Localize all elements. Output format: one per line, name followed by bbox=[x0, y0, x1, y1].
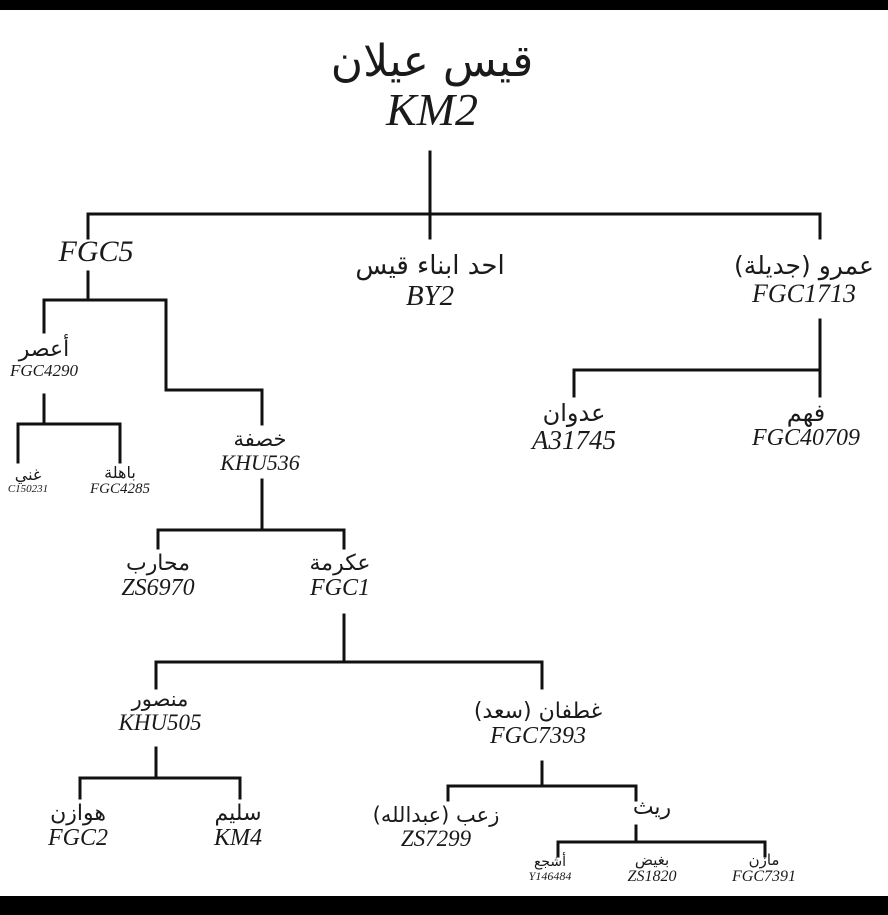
node-asur: أعصر FGC4290 bbox=[10, 337, 78, 381]
node-haplogroup: FGC40709 bbox=[752, 425, 860, 452]
node-bahila: باهلة FGC4285 bbox=[90, 464, 150, 497]
node-name: منصور bbox=[131, 687, 189, 711]
node-haplogroup: A31745 bbox=[532, 425, 616, 456]
node-rayth: ريث bbox=[632, 795, 672, 820]
node-haplogroup: FGC5 bbox=[58, 235, 134, 268]
node-haplogroup: FGC2 bbox=[48, 825, 108, 852]
node-haplogroup: FGC4285 bbox=[90, 480, 150, 497]
node-name: زعب (عبدالله) bbox=[372, 803, 500, 827]
node-name: عدوان bbox=[542, 399, 606, 427]
node-haplogroup: KM4 bbox=[214, 825, 262, 852]
node-haplogroup: KHU536 bbox=[220, 450, 300, 476]
node-name: عكرمة bbox=[309, 551, 371, 576]
node-name: بغيض bbox=[634, 851, 670, 869]
node-name: احد ابناء قيس bbox=[355, 251, 505, 281]
node-fahm: فهم FGC40709 bbox=[752, 400, 860, 452]
diagram-canvas bbox=[0, 10, 888, 896]
node-one-of-qays-sons: احد ابناء قيس BY2 bbox=[355, 252, 504, 311]
node-mazin: مازن FGC7391 bbox=[732, 852, 796, 885]
node-name: باهلة bbox=[104, 463, 136, 482]
node-name: هوازن bbox=[50, 801, 106, 826]
node-ikrima: عكرمة FGC1 bbox=[309, 551, 371, 602]
node-haplogroup: FGC1 bbox=[310, 575, 370, 602]
node-name: خصفة bbox=[233, 427, 287, 451]
node-name: أشجع bbox=[533, 854, 567, 870]
node-ghatafan: غطفان (سعد) FGC7393 bbox=[473, 699, 603, 750]
node-name: مازن bbox=[748, 851, 780, 869]
node-haplogroup: Y146484 bbox=[528, 869, 572, 884]
node-haplogroup: ZS6970 bbox=[121, 575, 195, 602]
node-haplogroup: C150231 bbox=[7, 482, 49, 495]
node-name: فهم bbox=[786, 399, 826, 427]
node-adwan: عدوان A31745 bbox=[532, 400, 616, 455]
node-haplogroup: ZS7299 bbox=[400, 826, 472, 852]
node-amr: عمرو (جديلة) FGC1713 bbox=[734, 252, 874, 307]
node-baghidh: بغيض ZS1820 bbox=[628, 852, 677, 885]
node-name: محارب bbox=[125, 551, 191, 576]
node-zab: زعب (عبدالله) ZS7299 bbox=[372, 803, 500, 852]
node-sulaym: سليم KM4 bbox=[214, 801, 262, 852]
node-ashja: أشجع Y146484 bbox=[528, 854, 572, 884]
node-haplogroup: ZS1820 bbox=[627, 867, 677, 885]
node-fgc5: FGC5 bbox=[59, 236, 134, 268]
node-khasafa: خصفة KHU536 bbox=[220, 427, 300, 476]
node-root: قيس عيلان KM2 bbox=[330, 36, 534, 136]
node-haplogroup: KM2 bbox=[386, 84, 478, 136]
node-name: غني bbox=[14, 465, 42, 484]
node-muharib: محارب ZS6970 bbox=[121, 551, 195, 602]
node-ghani: غني C150231 bbox=[8, 466, 48, 495]
node-haplogroup: FGC7393 bbox=[489, 723, 586, 750]
node-name: عمرو (جديلة) bbox=[734, 251, 874, 280]
node-name: غطفان (سعد) bbox=[473, 699, 603, 724]
node-haplogroup: FGC4290 bbox=[10, 361, 78, 381]
node-hawazin: هوازن FGC2 bbox=[48, 801, 108, 852]
node-name: قيس عيلان bbox=[330, 36, 534, 87]
node-name: سليم bbox=[214, 801, 262, 826]
node-name: ريث bbox=[632, 795, 672, 820]
node-haplogroup: FGC1713 bbox=[752, 278, 856, 308]
node-haplogroup: FGC7391 bbox=[732, 867, 796, 885]
node-haplogroup: KHU505 bbox=[118, 710, 202, 736]
node-mansour: منصور KHU505 bbox=[118, 687, 202, 736]
node-haplogroup: BY2 bbox=[405, 279, 455, 312]
node-name: أعصر bbox=[18, 337, 70, 362]
